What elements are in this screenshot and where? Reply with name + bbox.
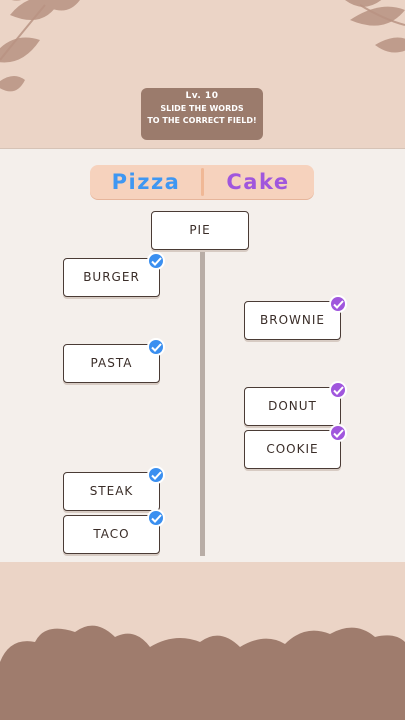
instruction-line-2: TO THE CORRECT FIELD! bbox=[147, 116, 257, 125]
level-panel: Lv. 10 SLIDE THE WORDS TO THE CORRECT FI… bbox=[141, 88, 263, 140]
word-card-burger[interactable]: BURGER bbox=[63, 258, 160, 297]
leaf-decoration-icon bbox=[0, 0, 405, 92]
word-card-pie[interactable]: PIE bbox=[151, 211, 249, 250]
checkmark-icon bbox=[147, 466, 165, 484]
word-card-pasta[interactable]: PASTA bbox=[63, 344, 160, 383]
instruction-line-1: SLIDE THE WORDS bbox=[160, 104, 244, 113]
word-card-steak[interactable]: STEAK bbox=[63, 472, 160, 511]
checkmark-icon bbox=[329, 424, 347, 442]
word-card-donut[interactable]: DONUT bbox=[244, 387, 341, 426]
word-card-brownie[interactable]: BROWNIE bbox=[244, 301, 341, 340]
category-pizza: Pizza bbox=[111, 170, 181, 194]
checkmark-icon bbox=[329, 295, 347, 313]
checkmark-icon bbox=[329, 381, 347, 399]
bush-decoration-icon bbox=[0, 625, 405, 720]
category-cake: Cake bbox=[226, 170, 290, 194]
word-card-taco[interactable]: TACO bbox=[63, 515, 160, 554]
checkmark-icon bbox=[147, 509, 165, 527]
category-header: Pizza Cake bbox=[90, 165, 314, 199]
word-card-cookie[interactable]: COOKIE bbox=[244, 430, 341, 469]
checkmark-icon bbox=[147, 252, 165, 270]
center-divider-line bbox=[200, 250, 205, 556]
bottom-background bbox=[0, 562, 405, 720]
level-label: Lv. 10 bbox=[185, 91, 219, 101]
checkmark-icon bbox=[147, 338, 165, 356]
category-divider bbox=[201, 168, 204, 196]
